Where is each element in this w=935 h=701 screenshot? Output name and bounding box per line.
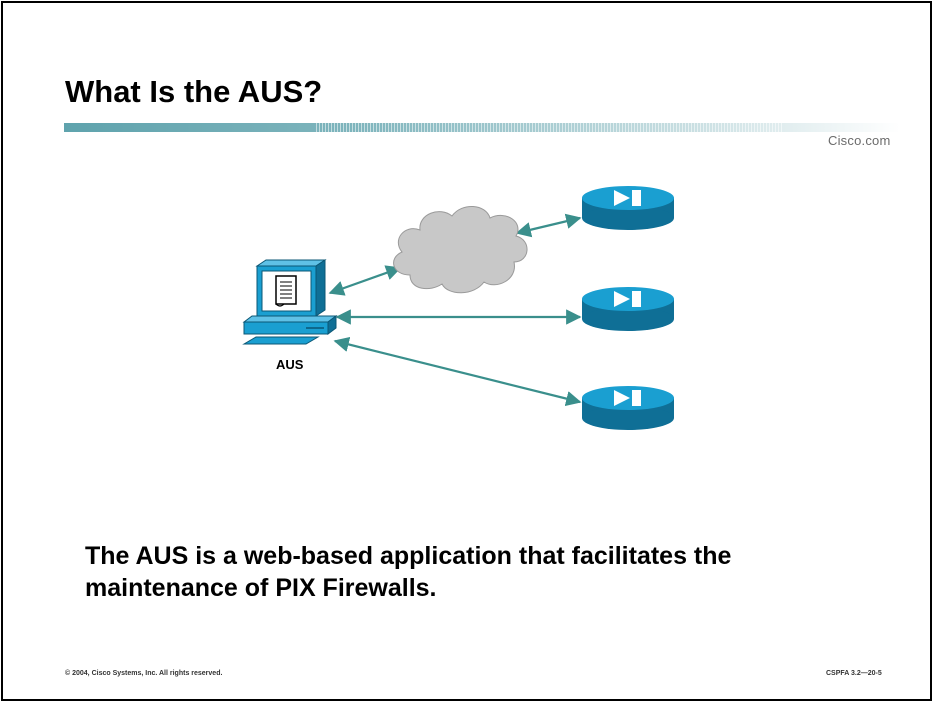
aus-server-label: AUS xyxy=(276,357,304,372)
pix-firewall-2-icon xyxy=(582,287,674,331)
slide-caption: The AUS is a web-based application that … xyxy=(85,542,732,602)
course-code-footer: CSPFA 3.2—20-5 xyxy=(826,670,882,677)
pix-firewall-1-icon xyxy=(582,186,674,230)
cisco-brand-label: Cisco.com xyxy=(828,133,891,148)
slide-title: What Is the AUS? xyxy=(65,74,323,109)
internet-cloud-icon xyxy=(393,206,528,294)
aus-server-icon xyxy=(242,259,338,345)
link-cloud-firewall-1 xyxy=(515,213,582,238)
link-server-firewall-3 xyxy=(333,336,582,407)
title-underline-bar xyxy=(64,123,900,132)
pix-firewall-3-icon xyxy=(582,386,674,430)
copyright-footer: © 2004, Cisco Systems, Inc. All rights r… xyxy=(65,670,223,677)
link-server-cloud xyxy=(328,265,402,296)
